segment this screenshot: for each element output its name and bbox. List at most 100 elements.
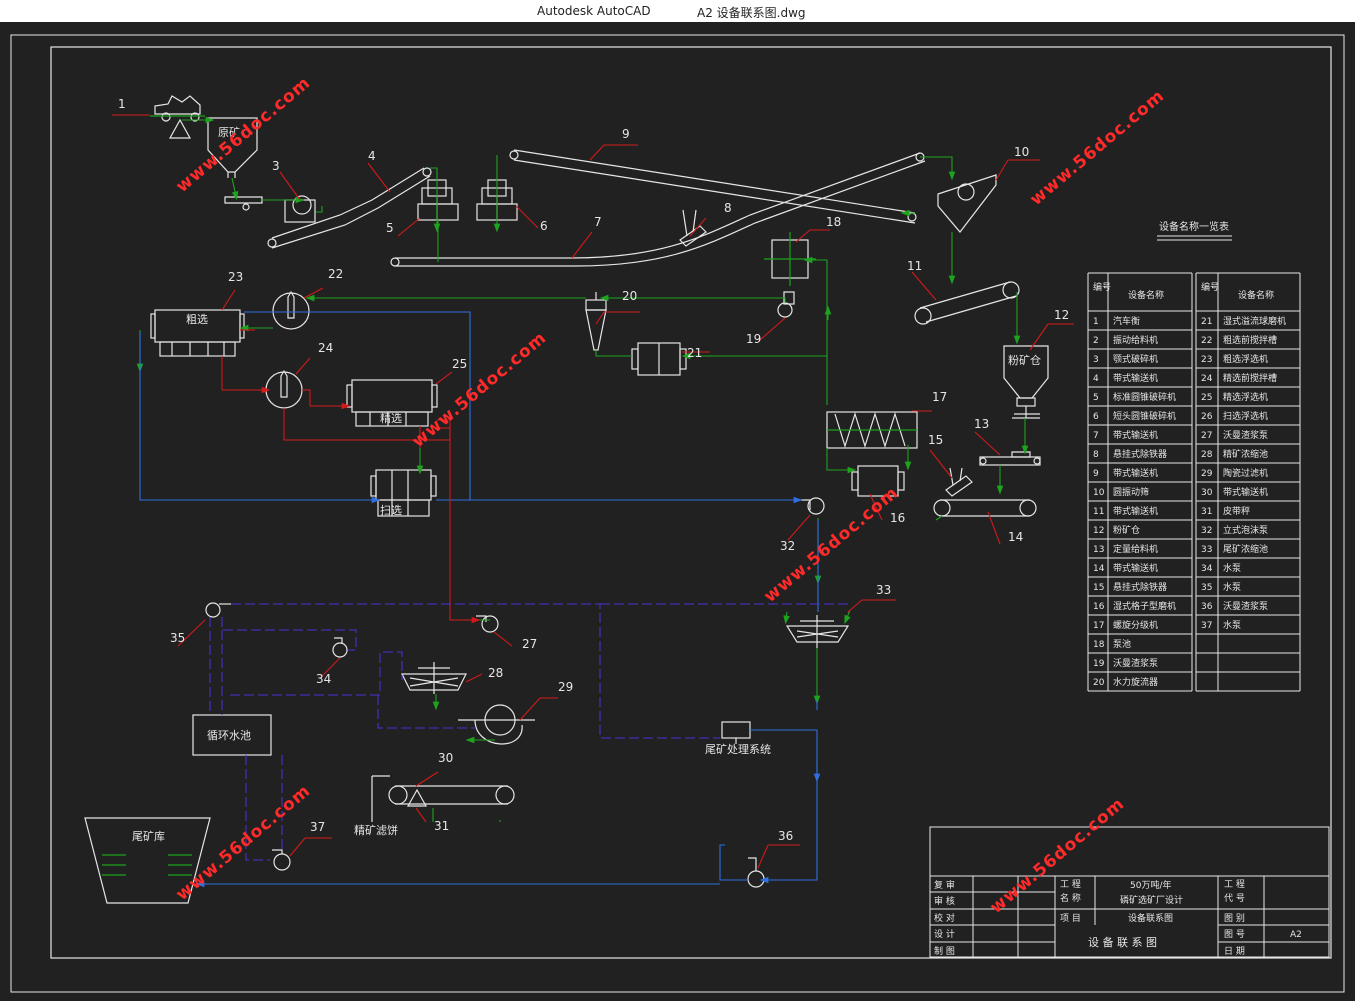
water-pump-34-icon[interactable]: [332, 637, 348, 658]
circulating-pool-box[interactable]: [192, 714, 272, 756]
legend-row-no: 4: [1093, 374, 1099, 384]
legend-row-no: 24: [1201, 374, 1213, 384]
spiral-classifier-icon[interactable]: [826, 411, 918, 449]
slurry-pump-27-icon[interactable]: [476, 615, 499, 633]
legend-row-no: 9: [1093, 469, 1099, 479]
file-name: A2 设备联系图.dwg: [697, 6, 806, 20]
legend-right-name-header: 设备名称: [1238, 289, 1274, 301]
hydrocyclone-icon[interactable]: [585, 292, 607, 351]
legend-row-name: 带式输送机: [1113, 467, 1158, 479]
vibrating-feeder-icon[interactable]: [224, 196, 263, 211]
area-labels: 原矿 粗选 精选 扫选 粉矿仓 循环水池 尾矿处理系统 精矿滤饼 尾矿库: [132, 126, 1041, 843]
label-29: 29: [558, 680, 573, 694]
belt-conveyor-7-icon[interactable]: [390, 152, 926, 267]
label-14: 14: [1008, 530, 1023, 544]
legend-row-no: 11: [1093, 507, 1104, 517]
powder-ore-bin-icon[interactable]: [1003, 345, 1049, 419]
label-32: 32: [780, 539, 795, 553]
label-28: 28: [488, 666, 503, 680]
title-block-text: 复 审 审 核 校 对 设 计 制 图 工 程 名 称 50万吨/年 磷矿选矿厂…: [934, 879, 1302, 957]
label-21: 21: [687, 346, 702, 360]
tb-check: 校 对: [934, 912, 955, 924]
legend-row-no: 17: [1093, 621, 1104, 631]
legend-row-name: 标准圆锥破碎机: [1113, 391, 1176, 403]
quantitative-feeder-icon[interactable]: [979, 451, 1041, 466]
vibrating-screen-icon[interactable]: [937, 174, 997, 233]
tailings-thickener-icon[interactable]: [785, 615, 850, 648]
watermark-2: www.56doc.com: [1026, 86, 1168, 210]
legend-row-name: 螺旋分级机: [1113, 619, 1158, 631]
agitator-24-icon[interactable]: [265, 369, 303, 409]
belt-conveyor-11-icon[interactable]: [914, 281, 1020, 325]
cone-crusher-5-icon[interactable]: [417, 179, 459, 221]
tb-date: 日 期: [1224, 946, 1245, 957]
agitator-22-icon[interactable]: [272, 290, 310, 330]
belt-conveyor-30-icon[interactable]: [388, 785, 515, 807]
tb-project-name-1: 工 程: [1060, 879, 1081, 890]
watermarks: www.56doc.com www.56doc.com www.56doc.co…: [172, 73, 1168, 918]
legend-row-no: 25: [1201, 393, 1212, 403]
legend-left-no-header: 编号: [1093, 281, 1111, 293]
legend-row-name: 水泵: [1223, 562, 1241, 574]
slurry-pump-36-icon[interactable]: [747, 857, 765, 888]
legend-row-name: 精矿浓缩池: [1223, 448, 1268, 460]
legend-title: 设备名称一览表: [1159, 220, 1229, 233]
return-water-lines: [209, 603, 850, 861]
label-34: 34: [316, 672, 331, 686]
belt-conveyor-14-icon[interactable]: [933, 499, 1037, 517]
legend-row-no: 21: [1201, 317, 1212, 327]
ceramic-filter-icon[interactable]: [458, 704, 535, 745]
legend-row-no: 33: [1201, 545, 1212, 555]
legend-row-name: 精选浮选机: [1223, 391, 1268, 403]
label-36: 36: [778, 829, 793, 843]
water-pump-35-icon[interactable]: [205, 602, 231, 618]
tb-category: 图 别: [1224, 913, 1245, 924]
legend-row-name: 扫选浮选机: [1223, 410, 1268, 422]
water-pump-37-icon[interactable]: [272, 849, 291, 871]
leader-lines: [112, 114, 1074, 869]
concentrate-thickener-icon[interactable]: [401, 662, 467, 694]
froth-pump-icon[interactable]: [798, 497, 825, 515]
concentrate-cake-label: 精矿滤饼: [354, 823, 398, 837]
tb-item: 项 目: [1060, 913, 1081, 924]
slurry-pump-19-icon[interactable]: [777, 291, 795, 318]
watermark-3: www.56doc.com: [408, 328, 550, 452]
tb-design: 设 计: [934, 928, 955, 940]
ball-mill-icon[interactable]: [631, 342, 687, 376]
truck-scale-icon[interactable]: [150, 95, 205, 139]
legend-left-name-header: 设备名称: [1128, 289, 1164, 301]
app-name: Autodesk AutoCAD: [537, 4, 651, 18]
tb-project-value-2: 磷矿选矿厂设计: [1120, 894, 1183, 906]
legend-row-no: 27: [1201, 431, 1212, 441]
tailings-dam-icon[interactable]: [84, 817, 211, 904]
legend-row-no: 12: [1093, 526, 1104, 536]
legend-row-name: 汽车衡: [1113, 315, 1140, 327]
label-20: 20: [622, 289, 637, 303]
label-25: 25: [452, 357, 467, 371]
cad-drawing[interactable]: 1 3 4 5 6 7 8 9 10 11 12 13 14 15 16 17 …: [0, 22, 1355, 1001]
legend-row-no: 36: [1201, 602, 1213, 612]
drawing-canvas[interactable]: 1 3 4 5 6 7 8 9 10 11 12 13 14 15 16 17 …: [0, 22, 1355, 1001]
raw-ore-bin-icon[interactable]: [207, 117, 258, 178]
legend-row-name: 振动给料机: [1113, 334, 1158, 346]
legend-row-name: 沃曼渣浆泵: [1113, 657, 1158, 669]
belt-conveyor-9-icon[interactable]: [509, 149, 917, 224]
magnetic-separator-15-icon[interactable]: [945, 467, 973, 497]
legend-row-no: 14: [1093, 564, 1105, 574]
tailing-system-icon[interactable]: [721, 721, 751, 744]
magnetic-separator-8-icon[interactable]: [679, 209, 707, 247]
cleaner-flotation-icon[interactable]: [346, 379, 438, 427]
legend-row-no: 7: [1093, 431, 1099, 441]
legend-row-name: 带式输送机: [1113, 505, 1158, 517]
legend-row-name: 圆振动筛: [1113, 486, 1149, 498]
pump-sump-icon[interactable]: [764, 232, 816, 286]
rougher-label: 粗选: [186, 313, 208, 326]
belt-conveyor-4-icon[interactable]: [267, 167, 432, 249]
label-16: 16: [890, 511, 905, 525]
label-13: 13: [974, 417, 989, 431]
legend-row-no: 35: [1201, 583, 1212, 593]
scavenger-flotation-icon[interactable]: [370, 469, 437, 517]
tb-drawing-no: 图 号: [1224, 929, 1245, 940]
ore-flow-lines: [136, 116, 1029, 822]
label-11: 11: [907, 259, 922, 273]
